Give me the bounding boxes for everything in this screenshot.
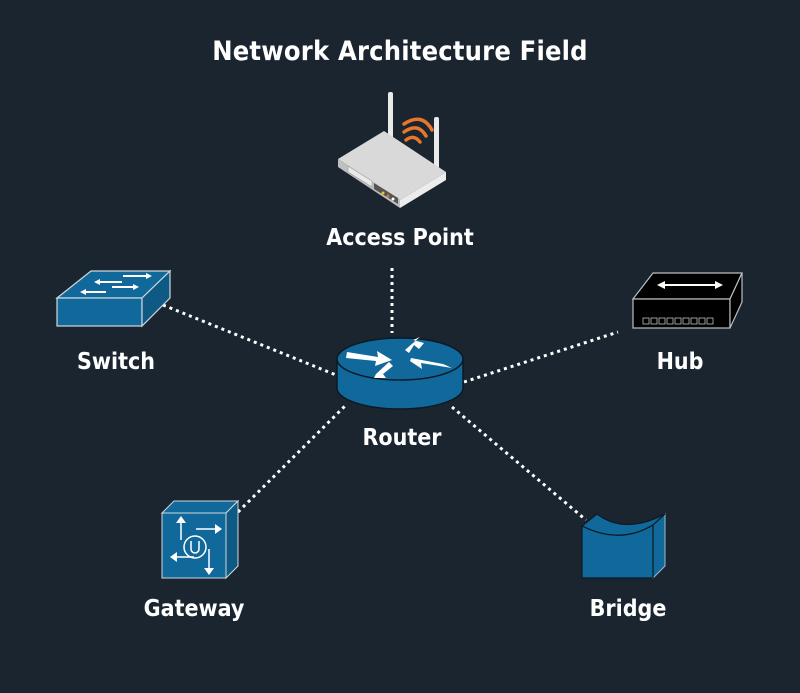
link-router-bridge bbox=[451, 405, 587, 522]
link-router-gateway bbox=[236, 403, 348, 514]
diagram-title: Network Architecture Field bbox=[212, 36, 588, 67]
router-icon[interactable] bbox=[336, 337, 464, 410]
node-label-router: Router bbox=[362, 425, 442, 451]
node-label-gateway: Gateway bbox=[143, 596, 245, 622]
node-label-access-point: Access Point bbox=[326, 225, 474, 251]
node-label-hub: Hub bbox=[656, 349, 704, 375]
node-label-bridge: Bridge bbox=[589, 596, 667, 622]
bridge-icon[interactable] bbox=[580, 512, 666, 580]
gateway-icon[interactable] bbox=[160, 499, 240, 580]
switch-icon[interactable] bbox=[55, 269, 172, 328]
wireless-router-icon[interactable] bbox=[338, 92, 446, 208]
node-label-switch: Switch bbox=[77, 349, 155, 375]
hub-icon[interactable] bbox=[631, 272, 743, 329]
link-router-hub bbox=[463, 330, 619, 384]
link-router-switch bbox=[162, 303, 337, 377]
